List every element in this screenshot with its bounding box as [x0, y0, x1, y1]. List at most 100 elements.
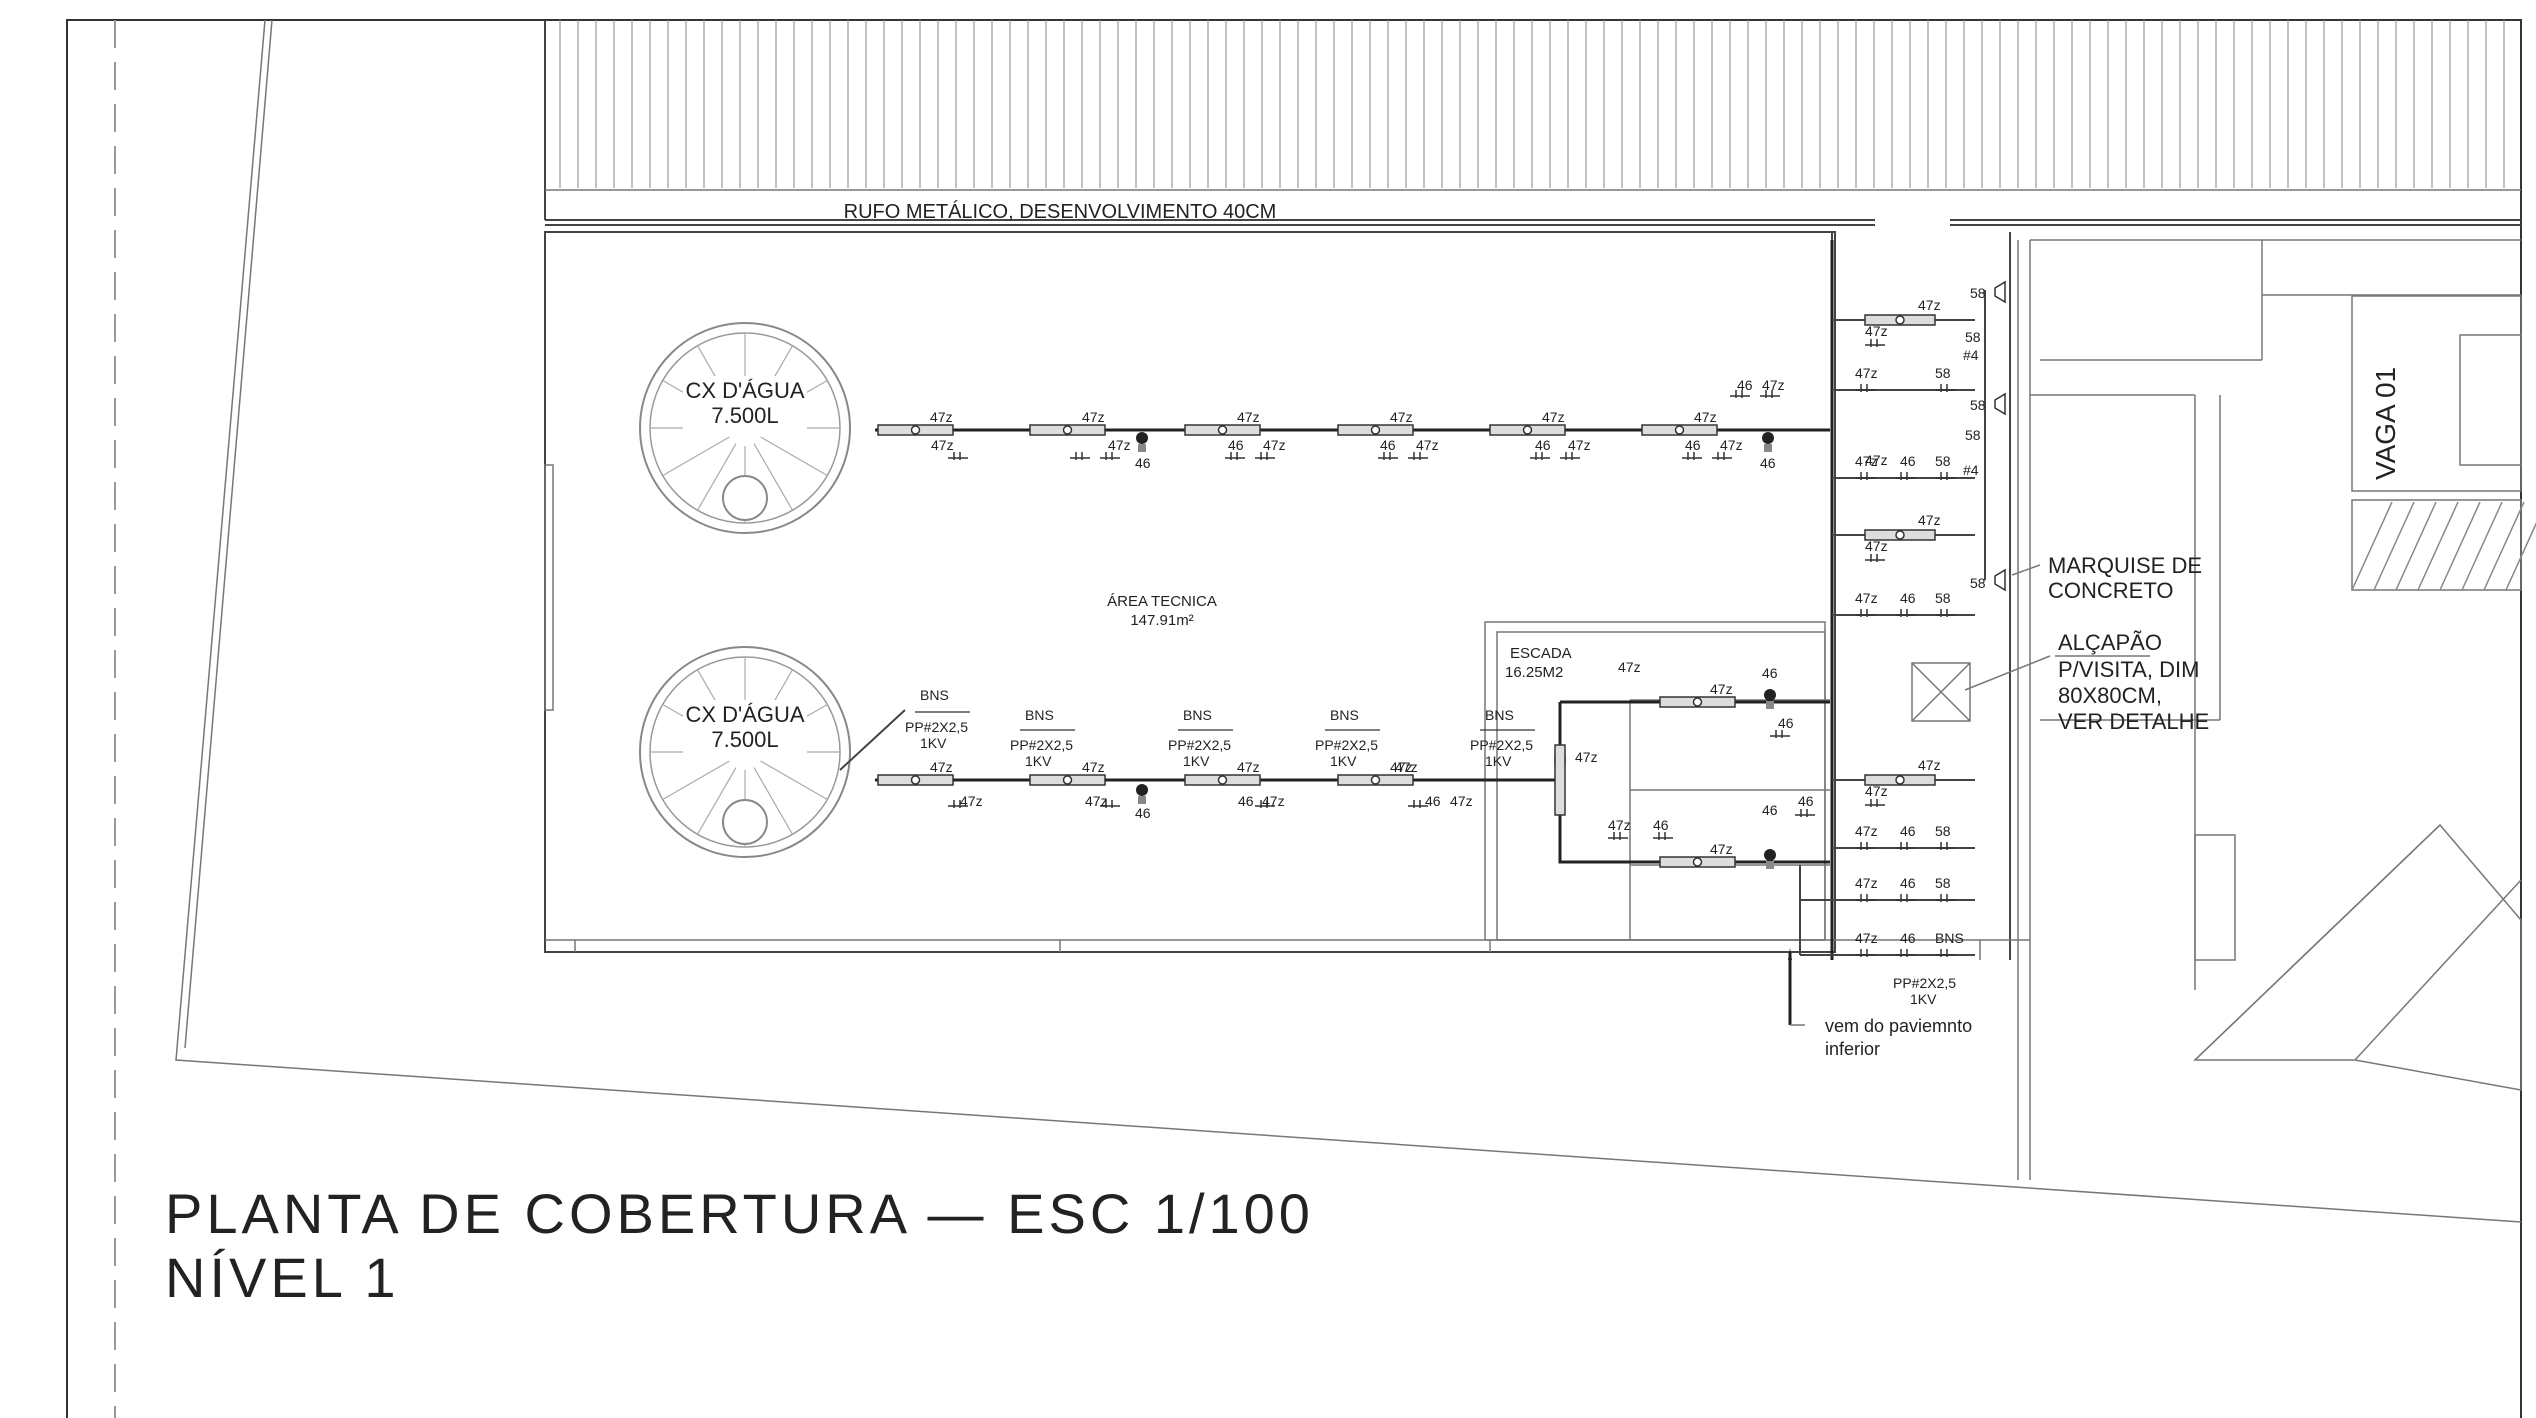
symbol-label-lum: 47z	[1855, 453, 1878, 469]
switch-icon	[1408, 800, 1428, 808]
symbol-label-sensor: 58	[1965, 427, 1981, 443]
switch-icon	[1895, 842, 1915, 850]
switch-icon	[1865, 554, 1885, 562]
symbol-label-tomada: 46	[1685, 437, 1701, 453]
symbol-label-lum: 47z	[960, 793, 983, 809]
symbol-label-lum: 47z	[930, 409, 953, 425]
tank-hatch-icon	[722, 475, 768, 521]
symbol-label-lum: 47z	[1710, 841, 1733, 857]
switch-icon	[1865, 799, 1885, 807]
parking-hatch-line	[2417, 501, 2459, 591]
symbol-label-bns: BNS	[1183, 707, 1212, 723]
symbol-label-lum: 47z	[1855, 875, 1878, 891]
cable-spec: PP#2X2,5	[905, 719, 968, 735]
switch-icon	[1712, 452, 1732, 460]
switch-icon	[1408, 452, 1428, 460]
symbol-label-tomada: 46	[1425, 793, 1441, 809]
symbol-label-tomada: 46	[1900, 823, 1916, 839]
area-tecnica-size: 147.91m²	[1130, 612, 1193, 629]
switch-icon	[1770, 730, 1790, 738]
outlet-icon	[1764, 849, 1776, 869]
switch-icon	[1255, 800, 1275, 808]
symbol-label-lum: 47z	[1720, 437, 1743, 453]
symbol-label-bns: BNS	[920, 687, 949, 703]
symbol-label-lum: 47z	[1918, 512, 1941, 528]
switch-icon	[1855, 949, 1875, 957]
symbol-label-tomada: 46	[1762, 665, 1778, 681]
switch-icon	[1895, 894, 1915, 902]
symbol-label-lum: 47z	[1855, 823, 1878, 839]
symbol-label-tomada: 46	[1535, 437, 1551, 453]
switch-icon	[948, 800, 968, 808]
symbol-label-lum: 47z	[1865, 783, 1888, 799]
symbol-label-bns: BNS	[1935, 930, 1964, 946]
parking-hatch-line	[2351, 501, 2393, 591]
symbol-label-lum: 47z	[1262, 793, 1285, 809]
symbol-label-lum: 47z	[1568, 437, 1591, 453]
cable-spec-voltage: 1KV	[1910, 991, 1937, 1007]
symbol-label-tomada: 46	[1737, 377, 1753, 393]
area-tecnica-label: ÁREA TECNICA	[1107, 593, 1217, 610]
symbol-label-tomada: 46	[1900, 930, 1916, 946]
symbol-label-tomada: 46	[1380, 437, 1396, 453]
luminaire-icon	[1489, 424, 1566, 436]
luminaire-icon	[1554, 744, 1566, 816]
parking-hatch-line	[2461, 501, 2503, 591]
symbol-label-tomada: 46	[1653, 817, 1669, 833]
luminaire-icon	[1641, 424, 1718, 436]
switch-icon	[1682, 452, 1702, 460]
symbol-label-tomada: 46	[1238, 793, 1254, 809]
switch-icon	[1935, 894, 1955, 902]
symbol-label-lum: 47z	[1762, 377, 1785, 393]
parking-hatch-line	[2373, 501, 2415, 591]
switch-icon	[1935, 384, 1955, 392]
symbol-label-lum: 47z	[1865, 452, 1888, 468]
sheet-border	[66, 19, 2522, 1418]
tank-name: CX D'ÁGUA	[685, 378, 804, 403]
symbol-label-lum: 47z	[1450, 793, 1473, 809]
symbol-label-tomada: 46	[1900, 875, 1916, 891]
alcapao-note-3: 80X80CM,	[2058, 683, 2162, 708]
symbol-label-bns: BNS	[1025, 707, 1054, 723]
symbol-label-sensor: 58	[1935, 365, 1951, 381]
symbol-label-lum: 47z	[1855, 590, 1878, 606]
symbol-label-lum: 47z	[1694, 409, 1717, 425]
cable-spec-voltage: 1KV	[1485, 753, 1512, 769]
switch-icon	[948, 452, 968, 460]
tank-name: CX D'ÁGUA	[685, 702, 804, 727]
symbol-label-lum: 47z	[1395, 759, 1418, 775]
switch-icon	[1855, 384, 1875, 392]
cable-spec: PP#2X2,5	[1010, 737, 1073, 753]
symbol-label-lum: 47z	[1390, 759, 1413, 775]
symbol-label-lum: 47z	[1390, 409, 1413, 425]
switch-icon	[1935, 949, 1955, 957]
vem-note-2: inferior	[1825, 1039, 1880, 1059]
tank-volume: 7.500L	[711, 403, 778, 428]
switch-icon	[1378, 452, 1398, 460]
outlet-icon	[1762, 432, 1774, 452]
symbol-label-sensor: 58	[1935, 875, 1951, 891]
symbol-label-lum: 47z	[1542, 409, 1565, 425]
alcapao-note-2: P/VISITA, DIM	[2058, 657, 2199, 682]
switch-icon	[1225, 452, 1245, 460]
switch-icon	[1255, 452, 1275, 460]
symbol-label-tomada: 46	[1135, 455, 1151, 471]
symbol-label-lum: 47z	[1855, 930, 1878, 946]
tank-hatch-icon	[722, 799, 768, 845]
symbol-label-sensor: 58	[1935, 823, 1951, 839]
symbol-label-lum: 47z	[930, 759, 953, 775]
luminaire-icon	[1184, 774, 1261, 786]
symbol-label-hash4: #4	[1963, 347, 1979, 363]
luminaire-icon	[1337, 424, 1414, 436]
switch-icon	[1855, 842, 1875, 850]
switch-icon	[1070, 452, 1090, 460]
cable-spec: PP#2X2,5	[1470, 737, 1533, 753]
outlet-icon	[1136, 784, 1148, 804]
switch-icon	[1100, 800, 1120, 808]
parking-hatch-line	[2395, 501, 2437, 591]
switch-icon	[1760, 390, 1780, 398]
symbol-label-lum: 47z	[1918, 297, 1941, 313]
symbol-label-tomada: 46	[1762, 802, 1778, 818]
symbol-label-sensor: 58	[1935, 453, 1951, 469]
